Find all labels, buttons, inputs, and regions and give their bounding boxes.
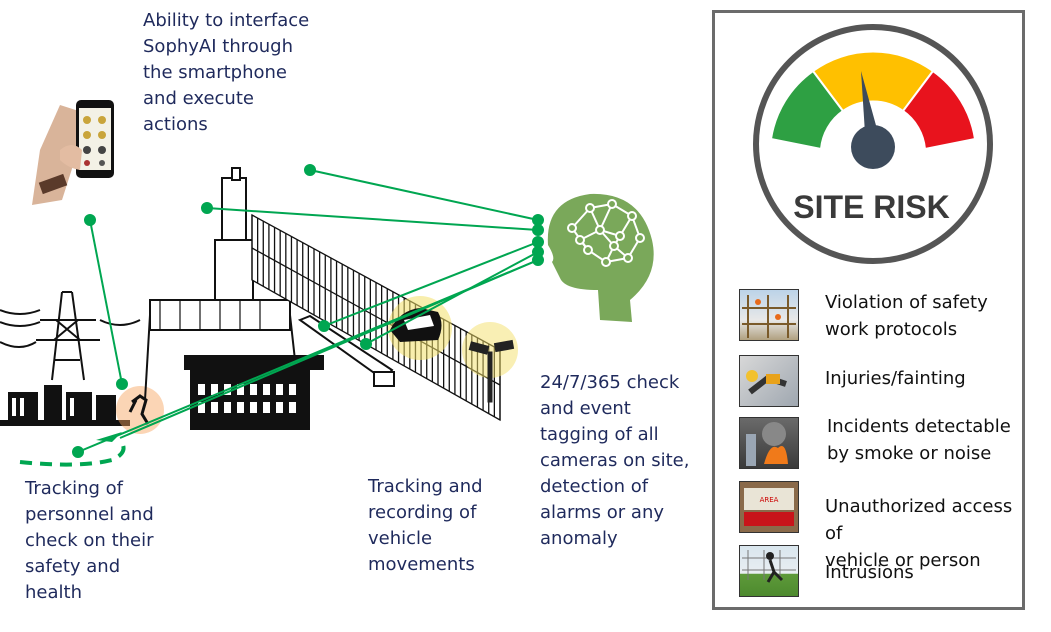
industrial-tower-icon: [144, 167, 296, 401]
risk-item-smoke-noise: Incidents detectable by smoke or noise: [739, 416, 1029, 475]
fire-smoke-icon: [739, 417, 799, 469]
risk-item-unauthorized-access: AREA Unauthorized access of vehicle or p…: [739, 481, 1029, 571]
scaffold-workers-icon: [739, 289, 799, 341]
risk-item-intrusions: Intrusions: [739, 545, 1029, 603]
ai-brain-head-icon: [547, 193, 654, 322]
svg-text:AREA: AREA: [760, 496, 779, 504]
security-camera-icon: [468, 339, 515, 403]
risk-item-label: Intrusions: [825, 562, 914, 583]
tracking-arrow-icon: [96, 432, 122, 442]
risk-item-safety-violation: Violation of safety work protocols: [739, 289, 1029, 347]
risk-item-label: Injuries/fainting: [825, 368, 966, 389]
tracking-path: [19, 438, 126, 467]
fallen-worker-icon: [739, 355, 799, 407]
power-pylon-icon: [0, 291, 141, 381]
caption-vehicle-tracking: Tracking and recording of vehicle moveme…: [368, 476, 483, 575]
risk-gauge-icon: [753, 24, 993, 264]
barrier-gate-icon: [297, 314, 395, 387]
sophyai-link-lines: [72, 164, 544, 458]
smartphone-hand-icon: [32, 100, 114, 205]
risk-item-injuries: Injuries/fainting: [739, 355, 1029, 413]
restricted-area-sign-icon: AREA: [739, 481, 799, 533]
caption-personnel-tracking: Tracking of personnel and check on their…: [25, 478, 154, 603]
site-risk-title: SITE RISK: [793, 189, 950, 225]
caption-smartphone: Ability to interface SophyAI through the…: [143, 10, 310, 135]
risk-item-label: Violation of safety work protocols: [825, 292, 988, 340]
site-scene: [0, 100, 654, 467]
warehouse-building-icon: [184, 355, 324, 430]
site-risk-panel: SITE RISK Violation of safety work proto…: [712, 10, 1025, 610]
fence-climber-icon: [739, 545, 799, 597]
risk-item-label: Incidents detectable by smoke or noise: [827, 416, 1011, 464]
camera-highlight: [462, 322, 518, 378]
risk-item-label: Unauthorized access of vehicle or person: [825, 496, 1013, 571]
caption-camera-monitoring: 24/7/365 check and event tagging of all …: [540, 372, 690, 549]
substation-icon: [0, 385, 130, 426]
